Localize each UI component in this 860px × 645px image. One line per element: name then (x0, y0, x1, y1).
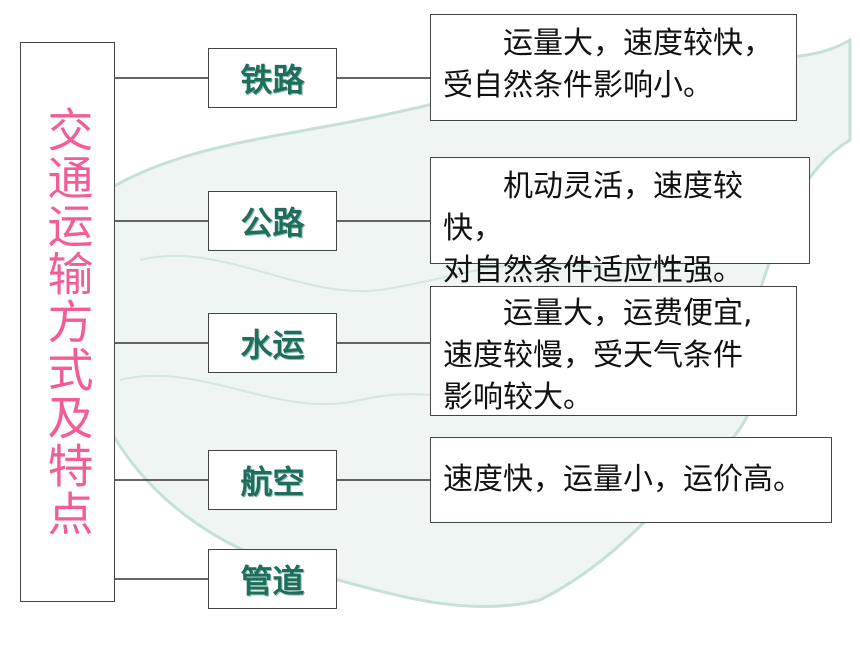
desc-box-highway: 机动灵活，速度较快， 对自然条件适应性强。 (430, 157, 810, 288)
mode-box-railway: 铁路 (208, 48, 337, 108)
mode-label: 水运 (240, 326, 305, 364)
desc-line: 机动灵活，速度较快， (443, 169, 743, 246)
mode-label: 公路 (240, 204, 305, 242)
desc-box-waterway: 运量大，运费便宜, 速度较慢，受天气条件 影响较大。 (430, 286, 797, 416)
desc-box-railway: 运量大，速度较快， 受自然条件影响小。 (430, 14, 797, 121)
main-title: 交通运输方式及特点 (40, 106, 95, 538)
desc-line: 对自然条件适应性强。 (443, 253, 743, 288)
mode-box-waterway: 水运 (208, 313, 337, 373)
desc-line: 影响较大。 (443, 380, 593, 415)
desc-box-aviation: 速度快，运量小，运价高。 (430, 437, 832, 523)
mode-label: 铁路 (240, 61, 305, 99)
mode-box-aviation: 航空 (208, 450, 337, 510)
desc-line: 运量大，速度较快， (503, 26, 773, 61)
desc-line: 速度快，运量小，运价高。 (443, 462, 803, 497)
mode-label: 航空 (240, 463, 305, 501)
main-title-box: 交通运输方式及特点 (20, 42, 115, 602)
desc-line: 速度较慢，受天气条件 (443, 338, 743, 373)
desc-line: 运量大，运费便宜, (503, 296, 753, 331)
mode-box-pipeline: 管道 (208, 549, 337, 609)
mode-label: 管道 (240, 562, 305, 600)
desc-line: 受自然条件影响小。 (443, 68, 713, 103)
mode-box-highway: 公路 (208, 191, 337, 251)
